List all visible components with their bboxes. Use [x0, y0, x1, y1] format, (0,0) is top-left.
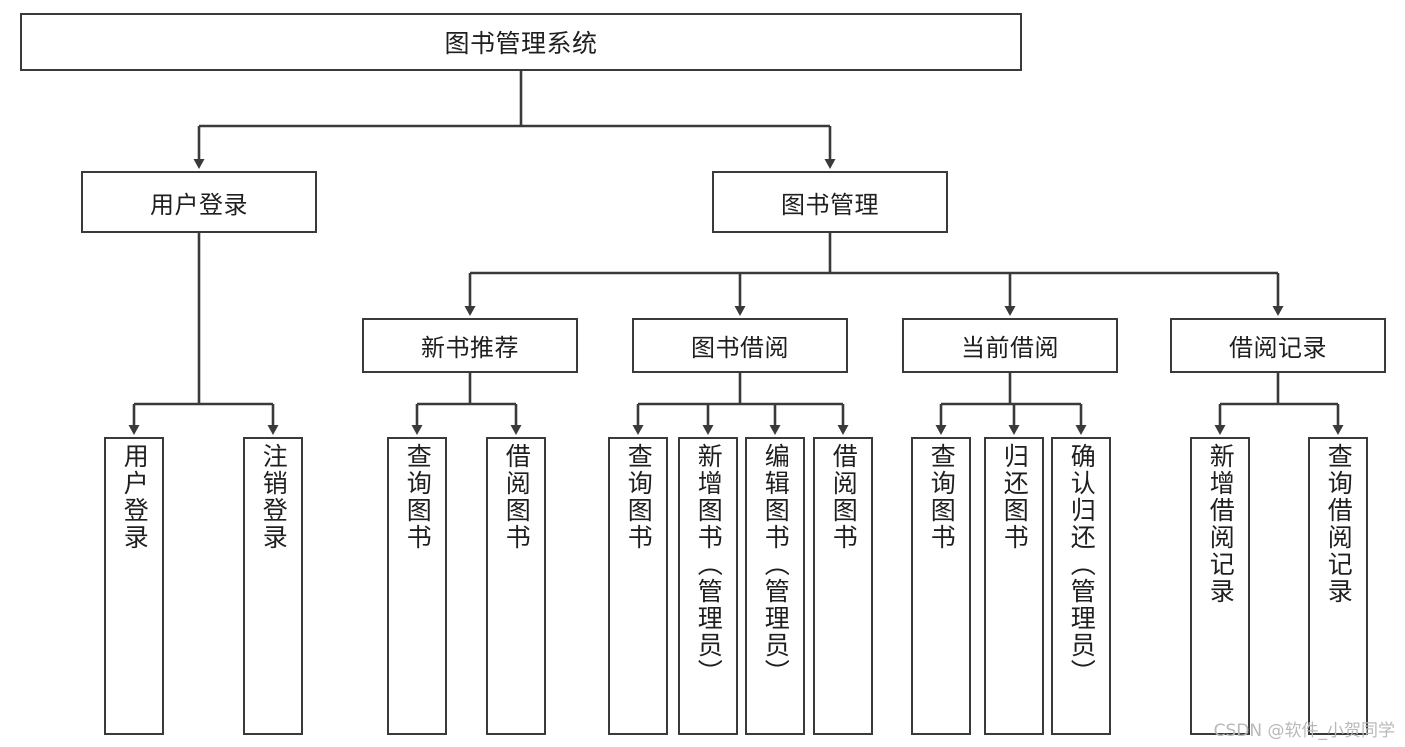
node-book-borrow[interactable]: 图书借阅	[632, 318, 848, 373]
node-label: 注销登录	[259, 443, 289, 551]
node-leaf-user-login[interactable]: 用户登录	[104, 437, 164, 735]
node-label: 确认归还（管理员）	[1067, 443, 1097, 686]
node-leaf-query-book-3[interactable]: 查询图书	[911, 437, 971, 735]
node-leaf-return-book[interactable]: 归还图书	[984, 437, 1044, 735]
node-leaf-query-book-1[interactable]: 查询图书	[387, 437, 447, 735]
node-label: 图书借阅	[691, 334, 789, 362]
node-label: 图书管理	[781, 190, 879, 219]
node-label: 借阅图书	[829, 443, 859, 551]
node-label: 查询图书	[403, 443, 433, 551]
node-label: 用户登录	[120, 443, 150, 551]
node-leaf-edit-book[interactable]: 编辑图书（管理员）	[745, 437, 805, 735]
node-label: 当前借阅	[961, 334, 1059, 362]
node-leaf-borrow-book-1[interactable]: 借阅图书	[486, 437, 546, 735]
node-label: 查询图书	[927, 443, 957, 551]
node-label: 借阅记录	[1229, 334, 1327, 362]
node-label: 借阅图书	[502, 443, 532, 551]
node-label: 图书管理系统	[444, 29, 598, 58]
node-root[interactable]: 图书管理系统	[20, 13, 1022, 71]
node-new-book-rec[interactable]: 新书推荐	[362, 318, 578, 373]
node-leaf-query-record[interactable]: 查询借阅记录	[1308, 437, 1368, 735]
node-borrow-record[interactable]: 借阅记录	[1170, 318, 1386, 373]
node-leaf-borrow-book-2[interactable]: 借阅图书	[813, 437, 873, 735]
node-label: 用户登录	[150, 190, 248, 219]
node-label: 查询图书	[624, 443, 654, 551]
node-leaf-query-book-2[interactable]: 查询图书	[608, 437, 668, 735]
node-label: 编辑图书（管理员）	[761, 443, 791, 686]
node-label: 新增图书（管理员）	[694, 443, 724, 686]
node-leaf-confirm-return[interactable]: 确认归还（管理员）	[1051, 437, 1111, 735]
node-label: 查询借阅记录	[1324, 443, 1354, 605]
node-label: 新增借阅记录	[1206, 443, 1236, 605]
node-label: 归还图书	[1000, 443, 1030, 551]
node-leaf-add-record[interactable]: 新增借阅记录	[1190, 437, 1250, 735]
node-label: 新书推荐	[421, 334, 519, 362]
node-current-borrow[interactable]: 当前借阅	[902, 318, 1118, 373]
node-user-login[interactable]: 用户登录	[81, 171, 317, 233]
node-leaf-add-book[interactable]: 新增图书（管理员）	[678, 437, 738, 735]
node-leaf-logout[interactable]: 注销登录	[243, 437, 303, 735]
node-book-manage[interactable]: 图书管理	[712, 171, 948, 233]
